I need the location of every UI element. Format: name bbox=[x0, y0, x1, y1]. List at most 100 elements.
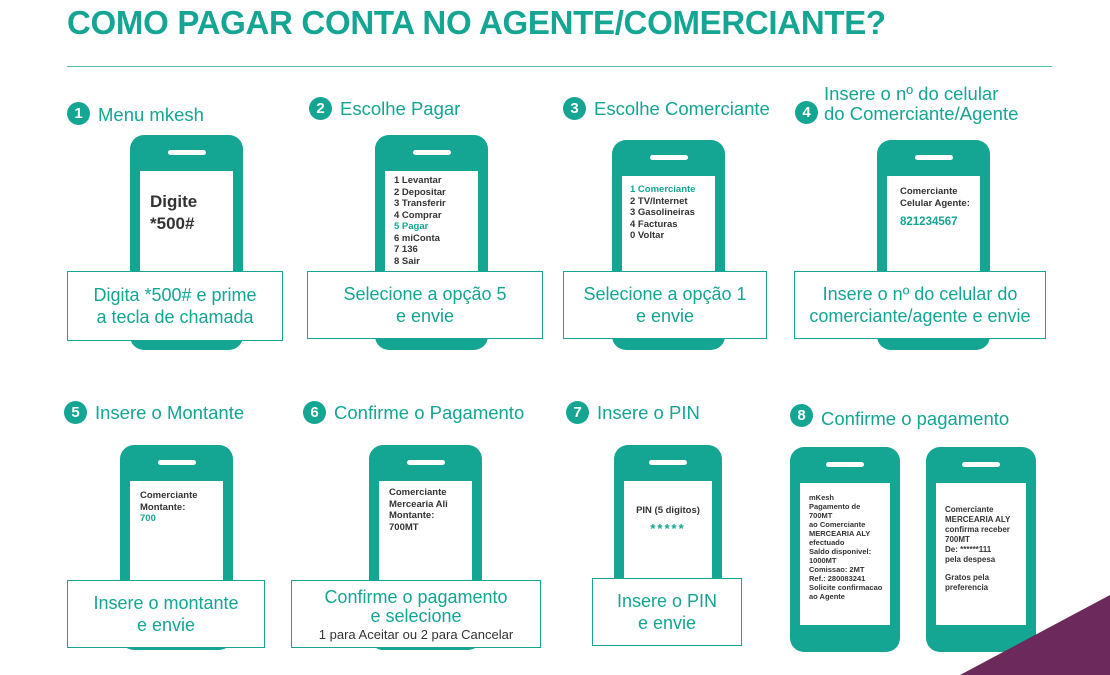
step-label: Escolhe Comerciante bbox=[594, 97, 770, 119]
screen-line: 700MT bbox=[389, 521, 419, 533]
step-number: 8 bbox=[790, 403, 813, 427]
step-6-heading: 6 Confirme o Pagamento bbox=[303, 401, 524, 424]
screen-line: PIN (5 digitos) bbox=[636, 505, 700, 516]
step-number: 4 bbox=[795, 100, 818, 124]
menu-item: 3 Transferir bbox=[394, 198, 446, 209]
step-7-callout: Insere o PIN e envie bbox=[592, 578, 742, 646]
screen-line: De: ******111 bbox=[945, 545, 992, 554]
screen-line: mKesh bbox=[809, 493, 835, 502]
decorative-corner bbox=[960, 595, 1110, 675]
phone-speaker bbox=[406, 460, 445, 465]
step-5-heading: 5 Insere o Montante bbox=[64, 401, 244, 424]
step-label-line: do Comerciante/Agente bbox=[824, 103, 1019, 124]
callout-line: Insere o PIN bbox=[616, 591, 718, 611]
step-number: 7 bbox=[566, 401, 589, 424]
menu-item: 2 Depositar bbox=[394, 186, 446, 198]
menu-item: 2 TV/Internet bbox=[630, 195, 688, 207]
screen-line: Montante: bbox=[140, 501, 186, 513]
spacer bbox=[945, 565, 1026, 573]
phone-speaker bbox=[914, 155, 953, 160]
pin-value: ***** bbox=[650, 520, 686, 536]
screen-line: MERCEARIA ALY bbox=[809, 529, 871, 538]
phone-speaker bbox=[649, 155, 688, 160]
screen-line: MERCEARIA ALY bbox=[945, 515, 1011, 524]
step-number: 2 bbox=[309, 97, 332, 120]
callout-line: e envie bbox=[136, 615, 196, 635]
screen-line: pela despesa bbox=[945, 555, 996, 564]
screen-line: 700MT bbox=[809, 511, 833, 520]
callout-line: Insere o montante bbox=[93, 593, 239, 613]
screen-line: Celular Agente: bbox=[900, 197, 970, 209]
screen-line: ao Agente bbox=[809, 592, 845, 601]
screen-line: 1000MT bbox=[809, 556, 837, 565]
callout-line: e selecione bbox=[370, 605, 462, 626]
step-number: 5 bbox=[64, 401, 87, 424]
menu-item: 6 miConta bbox=[394, 232, 440, 244]
step-label: Escolhe Pagar bbox=[340, 97, 461, 119]
step-label: Confirme o Pagamento bbox=[334, 401, 525, 423]
screen-line: 700MT bbox=[945, 535, 970, 544]
menu-item: 3 Gasolineiras bbox=[630, 207, 695, 218]
screen-line: ao Comerciante bbox=[809, 520, 866, 529]
phone-speaker bbox=[412, 150, 451, 155]
callout-line: Insere o nº do celular do bbox=[822, 284, 1018, 304]
phone-screen: mKesh Pagamento de 700MT ao Comerciante … bbox=[800, 483, 890, 625]
callout-line: Selecione a opção 5 bbox=[343, 284, 507, 304]
step-4-heading: 4 Insere o nº do celular do Comerciante/… bbox=[795, 84, 1018, 124]
callout-line: comerciante/agente e envie bbox=[809, 306, 1031, 326]
callout-line: e envie bbox=[637, 613, 697, 633]
screen-line: Montante: bbox=[389, 510, 435, 521]
screen-line: Comerciante bbox=[900, 186, 958, 197]
menu-item: 4 Comprar bbox=[394, 209, 442, 221]
screen-line: Comerciante bbox=[945, 505, 994, 514]
divider bbox=[67, 66, 1052, 67]
step-label: Insere o nº do celular do Comerciante/Ag… bbox=[824, 84, 1018, 124]
menu-item: 0 Voltar bbox=[630, 230, 665, 241]
step-label: Confirme o pagamento bbox=[821, 408, 1010, 429]
screen-line: Gratos pela bbox=[945, 573, 990, 582]
step-3-heading: 3 Escolhe Comerciante bbox=[563, 97, 770, 120]
amount-value: 700 bbox=[140, 513, 156, 524]
screen-line: Comerciante bbox=[389, 487, 447, 498]
step-label: Insere o Montante bbox=[95, 401, 245, 423]
phone-speaker bbox=[826, 462, 864, 467]
callout-line: e envie bbox=[395, 306, 455, 326]
screen-line: Saldo disponivel: bbox=[809, 547, 872, 556]
screen-line: preferencia bbox=[945, 583, 989, 592]
screen-line: Digite bbox=[150, 192, 198, 211]
step-number: 3 bbox=[563, 97, 586, 120]
phone-speaker bbox=[167, 150, 206, 155]
page-title: COMO PAGAR CONTA NO AGENTE/COMERCIANTE? bbox=[67, 4, 886, 41]
step-1-callout: Digita *500# e prime a tecla de chamada bbox=[67, 271, 283, 341]
screen-line: efectuado bbox=[809, 538, 845, 547]
screen-line: confirma receber bbox=[945, 525, 1010, 534]
step-1-heading: 1 Menu mkesh bbox=[67, 101, 204, 125]
screen-line: *500# bbox=[150, 214, 195, 233]
step-number: 1 bbox=[67, 101, 90, 125]
menu-item: 4 Facturas bbox=[630, 218, 678, 230]
step-5-callout: Insere o montante e envie bbox=[67, 580, 265, 648]
menu-item: 1 Levantar bbox=[394, 175, 442, 186]
step-label: Insere o PIN bbox=[597, 401, 700, 423]
menu-item-selected: 5 Pagar bbox=[394, 221, 429, 232]
step-8-heading: 8 Confirme o pagamento bbox=[790, 401, 1009, 429]
step-3-callout: Selecione a opção 1 e envie bbox=[563, 271, 767, 339]
screen-line: Pagamento de bbox=[809, 502, 861, 511]
step-label: Menu mkesh bbox=[98, 104, 204, 125]
callout-note: 1 para Aceitar ou 2 para Cancelar bbox=[318, 626, 514, 642]
step-2-heading: 2 Escolhe Pagar bbox=[309, 97, 460, 120]
screen-line: Solicite confirmacao bbox=[809, 583, 883, 592]
screen-line: Ref.: 280083241 bbox=[809, 574, 866, 583]
step-2-callout: Selecione a opção 5 e envie bbox=[307, 271, 543, 339]
callout-line: a tecla de chamada bbox=[96, 307, 254, 327]
step-label-line: Insere o nº do celular bbox=[824, 83, 999, 104]
step-4-callout: Insere o nº do celular do comerciante/ag… bbox=[794, 271, 1046, 339]
phone-speaker bbox=[649, 460, 687, 465]
step-6-callout: Confirme o pagamento e selecione 1 para … bbox=[291, 580, 541, 648]
step-7-heading: 7 Insere o PIN bbox=[566, 401, 700, 424]
menu-item: 7 136 bbox=[394, 244, 418, 255]
phone-speaker bbox=[962, 462, 1000, 467]
callout-line: Selecione a opção 1 bbox=[583, 284, 747, 304]
step-number: 6 bbox=[303, 401, 326, 424]
menu-item: 8 Sair bbox=[394, 255, 420, 267]
